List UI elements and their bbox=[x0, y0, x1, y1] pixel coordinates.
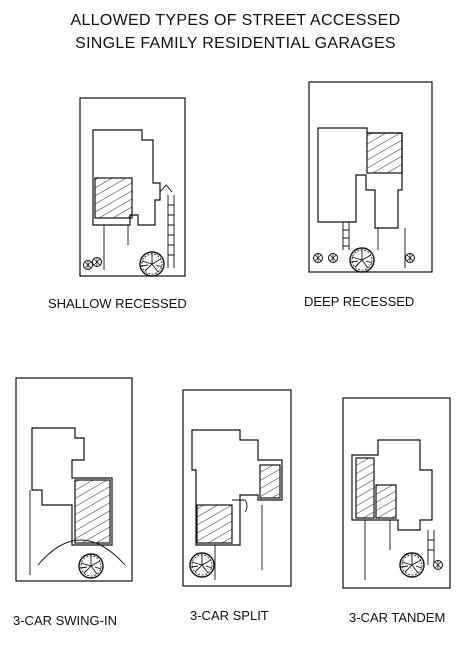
page-title-line-2: SINGLE FAMILY RESIDENTIAL GARAGES bbox=[75, 35, 396, 52]
caption-3-car-split: 3-CAR SPLIT bbox=[190, 608, 269, 623]
shrub-icon bbox=[433, 560, 443, 570]
walkway-steps bbox=[427, 530, 435, 565]
shrub-icon bbox=[405, 253, 415, 263]
plan-3-car-tandem bbox=[342, 397, 451, 589]
shrub-icon bbox=[83, 260, 93, 270]
lot-outline bbox=[342, 397, 451, 589]
caption-deep-recessed: DEEP RECESSED bbox=[304, 294, 415, 309]
tree-icon bbox=[139, 251, 165, 277]
garage-tandem-hatched bbox=[355, 457, 375, 519]
swing-drive-curve bbox=[29, 490, 126, 575]
driveway-edges bbox=[214, 505, 263, 580]
driveway-edges bbox=[103, 225, 129, 270]
shrub-icon bbox=[92, 257, 102, 267]
driveway-edges bbox=[364, 520, 391, 580]
caption-shallow-recessed: SHALLOW RECESSED bbox=[48, 296, 187, 311]
driveway-edges bbox=[377, 228, 406, 268]
entry-porch bbox=[159, 184, 173, 193]
walkway-steps bbox=[342, 222, 350, 250]
tree-icon bbox=[349, 247, 375, 273]
caption-3-car-tandem: 3-CAR TANDEM bbox=[349, 610, 446, 625]
shrub-icon bbox=[313, 253, 323, 263]
lot-outline bbox=[15, 377, 133, 582]
caption-3-car-swing-in: 3-CAR SWING-IN bbox=[13, 613, 117, 628]
lot-outline bbox=[79, 97, 186, 277]
garage-double-hatched bbox=[196, 504, 233, 544]
tree-icon bbox=[189, 552, 215, 578]
page-title-line-1: ALLOWED TYPES OF STREET ACCESSED bbox=[70, 12, 401, 29]
lot-outline bbox=[182, 389, 292, 587]
lot-outline bbox=[308, 81, 433, 273]
shrub-icon bbox=[328, 253, 338, 263]
garage-hatched bbox=[366, 132, 403, 174]
walkway-steps bbox=[167, 195, 175, 268]
entry-door-swing bbox=[232, 499, 248, 513]
plan-3-car-swing-in bbox=[15, 377, 133, 582]
plan-3-car-split bbox=[182, 389, 292, 587]
garage-hatched bbox=[94, 177, 133, 219]
tree-icon bbox=[399, 552, 425, 578]
tree-icon bbox=[78, 553, 104, 579]
garage-hatched bbox=[375, 484, 397, 519]
garage-single-hatched bbox=[259, 464, 281, 499]
plan-deep-recessed bbox=[308, 81, 433, 273]
plan-shallow-recessed bbox=[79, 97, 186, 277]
garage-hatched bbox=[74, 479, 111, 544]
